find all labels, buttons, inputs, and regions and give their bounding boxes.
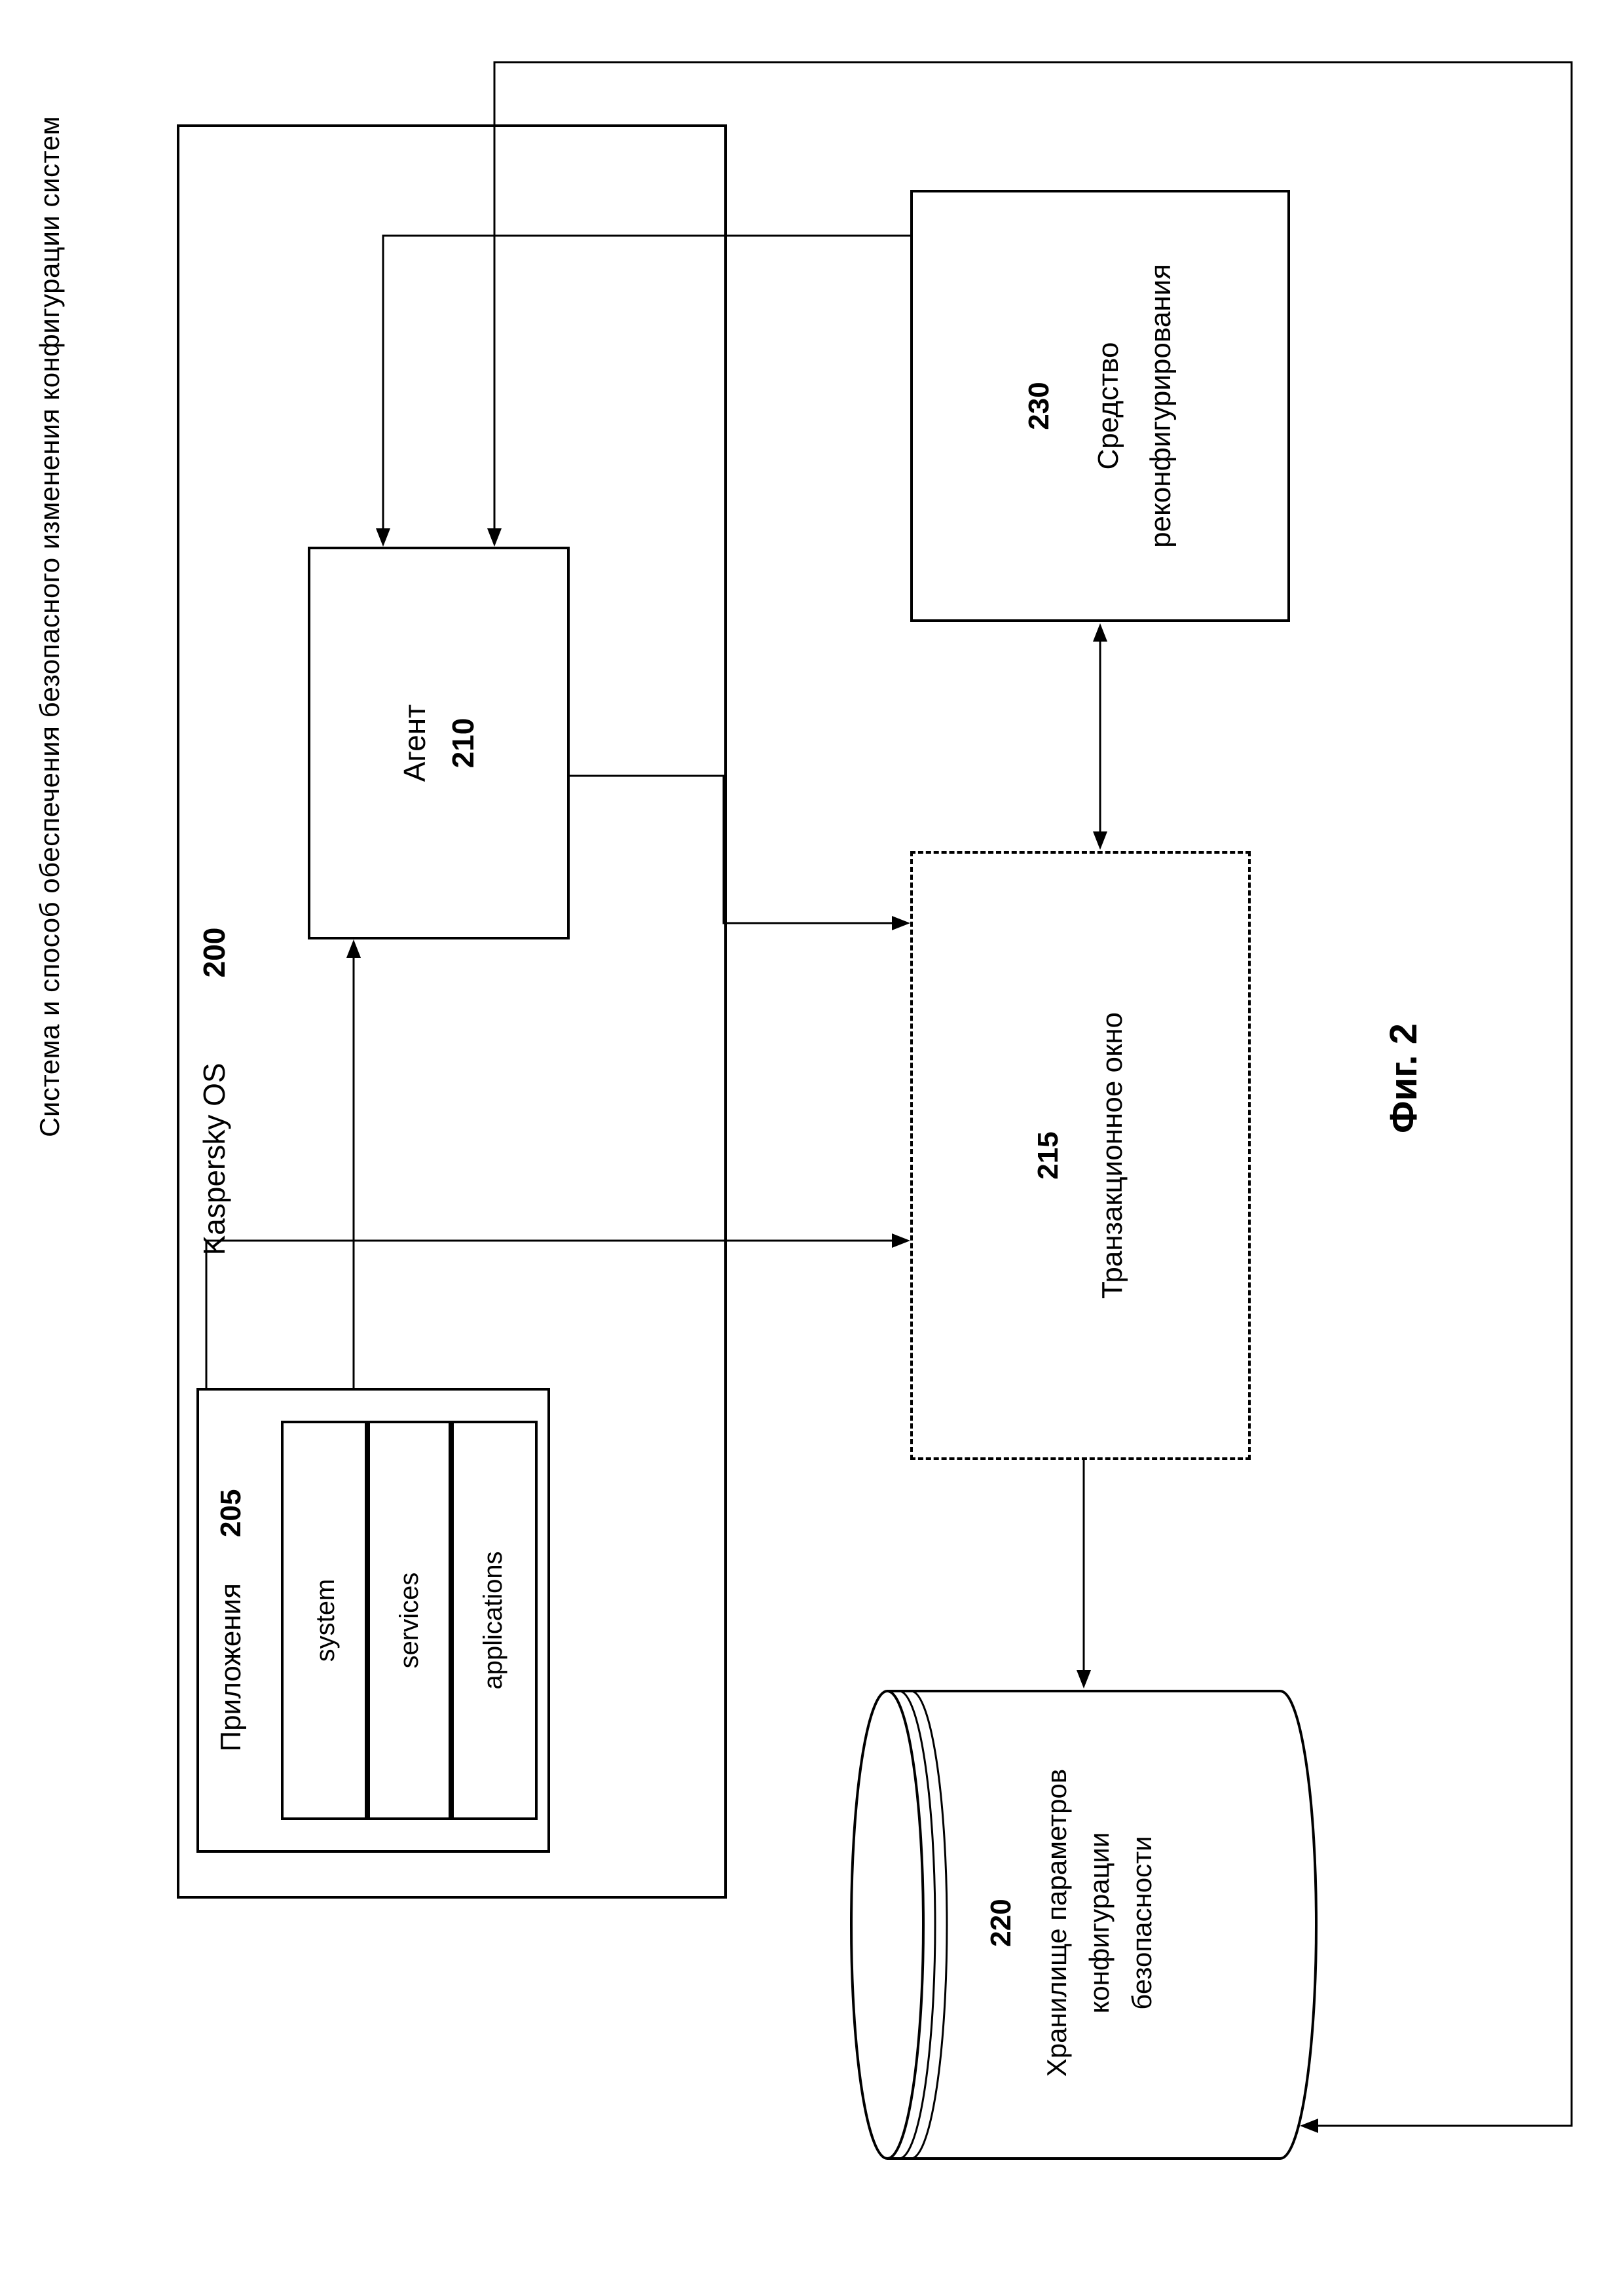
applications-name: Приложения bbox=[215, 1583, 247, 1752]
reconfigurator-label-line1: Средство bbox=[1092, 342, 1124, 470]
storage-label-line3: безопасности bbox=[1126, 1836, 1158, 2010]
reconfigurator-box: 230 Средство реконфигурирования bbox=[910, 190, 1290, 622]
arrowhead bbox=[1077, 1670, 1091, 1688]
transaction-window-ref: 215 bbox=[1032, 1131, 1064, 1180]
cylinder-body bbox=[887, 1690, 1318, 2160]
arrow-reconfigurator-to-agent bbox=[382, 234, 910, 528]
arrow-agent-to-transaction bbox=[570, 774, 893, 924]
kaspersky-os-name: Kaspersky OS bbox=[197, 1063, 231, 1256]
storage-ref: 220 bbox=[985, 1899, 1017, 1947]
kaspersky-os-ref: 200 bbox=[197, 927, 231, 978]
arrowhead bbox=[892, 916, 910, 930]
storage-label-line1: Хранилище параметров bbox=[1041, 1768, 1073, 2077]
arrowhead bbox=[892, 1233, 910, 1248]
cylinder-cap-ring-2 bbox=[910, 1690, 948, 2160]
arrowhead bbox=[346, 939, 361, 958]
storage-cylinder bbox=[850, 1690, 1318, 2160]
applications-ref: 205 bbox=[215, 1489, 247, 1537]
storage-label-block: 220 Хранилище параметров конфигурации бе… bbox=[979, 1707, 1163, 2139]
agent-ref: 210 bbox=[446, 718, 480, 769]
cylinder-cap-ring-1 bbox=[898, 1690, 936, 2160]
applications-label: Приложения 205 bbox=[215, 1391, 248, 1850]
app-item-services: services bbox=[365, 1421, 454, 1820]
app-item-applications: applications bbox=[449, 1421, 538, 1820]
sheet-title: Система и способ обеспечения безопасного… bbox=[34, 116, 65, 1137]
figure-label: Фиг. 2 bbox=[1382, 1023, 1425, 1133]
app-item-services-label: services bbox=[394, 1572, 424, 1669]
connectors bbox=[205, 61, 1573, 2133]
arrowhead bbox=[1300, 2119, 1318, 2133]
applications-box: Приложения 205 system services applicatio… bbox=[196, 1388, 550, 1853]
app-item-system: system bbox=[281, 1421, 370, 1820]
transaction-window-label: Транзакционное окно bbox=[1096, 1011, 1128, 1300]
reconfigurator-ref: 230 bbox=[1023, 382, 1055, 430]
arrowhead bbox=[376, 528, 390, 547]
app-item-system-label: system bbox=[310, 1578, 340, 1662]
reconfigurator-label-line2: реконфигурирования bbox=[1145, 264, 1177, 548]
arrowhead bbox=[1093, 831, 1107, 850]
app-item-applications-label: applications bbox=[478, 1551, 507, 1690]
arrow-applications-to-transaction bbox=[205, 1239, 893, 1388]
kaspersky-os-label: Kaspersky OS 200 bbox=[196, 764, 232, 1419]
arrowhead bbox=[1093, 623, 1107, 642]
agent-box: Агент 210 bbox=[308, 547, 570, 939]
transaction-window-box: 215 Транзакционное окно bbox=[910, 851, 1251, 1460]
arrow-agent-storage-loop bbox=[493, 61, 1573, 2127]
storage-label-line2: конфигурации bbox=[1084, 1832, 1115, 2014]
cylinder-cap bbox=[850, 1690, 925, 2160]
agent-label: Агент bbox=[397, 704, 432, 782]
arrowhead bbox=[487, 528, 502, 547]
